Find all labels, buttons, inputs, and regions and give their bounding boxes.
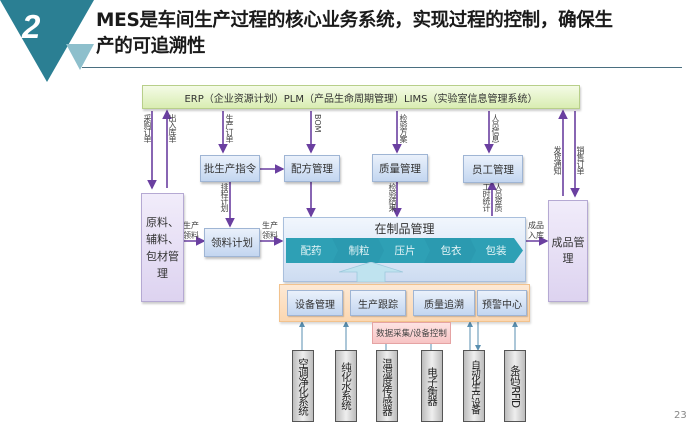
device-purified-water: 纯化水系统 (335, 350, 357, 422)
label-finished-in: 成品入库 (528, 221, 544, 240)
box-finished-goods: 成品管理 (548, 200, 588, 302)
label-production-order: 生产订单 (225, 114, 234, 142)
stage-granulation: 制粒 (348, 245, 370, 257)
label-purchase-order: 采购订单 (143, 114, 152, 142)
module-equipment: 设备管理 (287, 290, 343, 316)
wip-title: 在制品管理 (374, 222, 435, 236)
page-number: 23 (674, 410, 687, 421)
box-wip: 在制品管理 配药 制粒 压片 包衣 包装 (283, 217, 526, 282)
module-traceability: 质量追溯 (413, 290, 475, 316)
label-prod-pick-2: 生产领料 (262, 221, 278, 240)
module-bar: 设备管理 生产跟踪 质量追溯 预警中心 (279, 284, 530, 322)
box-quality: 质量管理 (372, 154, 428, 182)
label-prod-pick-1: 生产领料 (183, 221, 199, 240)
label-personnel-info: 人员信息 (491, 114, 500, 142)
up-arrow-icon (339, 262, 403, 282)
label-delivery-notice: 发货通知 (553, 146, 562, 174)
box-raw-materials: 原料、辅料、包材管理 (141, 193, 184, 302)
device-automation: 自动化生产设备 (463, 350, 485, 422)
label-work-hours: 工时统计 (482, 183, 491, 211)
stage-dispensing: 配药 (300, 245, 322, 257)
small-triangle (66, 44, 94, 70)
box-recipe: 配方管理 (284, 155, 340, 182)
slide-title: MES是车间生产过程的核心业务系统，实现过程的控制，确保生 产的可追溯性 (96, 10, 613, 57)
box-staff: 员工管理 (463, 155, 523, 183)
stage-chevrons (286, 238, 523, 263)
device-barcode-rfid: 条码/RFID (504, 350, 526, 422)
label-inspection-result: 检验结果 (388, 183, 397, 211)
label-personnel-qual: 人员资质 (494, 183, 503, 211)
label-inout-doc: 出入库单 (168, 114, 177, 142)
label-sales-order: 销售订单 (576, 146, 585, 174)
wip-stages: 配药 制粒 压片 包衣 包装 (286, 238, 523, 263)
label-schedule-plan: 排程计划 (220, 183, 229, 211)
module-alert-center: 预警中心 (477, 290, 527, 316)
stage-packaging: 包装 (485, 245, 507, 257)
section-triangle (0, 0, 94, 82)
label-bom: BOM (313, 114, 322, 133)
title-divider (82, 67, 682, 68)
stage-tableting: 压片 (394, 245, 416, 257)
device-temp-humidity: 温湿度传感器 (376, 350, 398, 422)
box-batch-order: 批生产指令 (200, 155, 260, 182)
stage-coating: 包衣 (440, 245, 462, 257)
module-tracking: 生产跟踪 (350, 290, 406, 316)
section-number: 2 (22, 8, 41, 45)
box-material-plan: 领料计划 (204, 228, 260, 257)
label-inspection-plan: 检验方案 (399, 114, 408, 142)
erp-plm-lims-bar: ERP（企业资源计划）PLM（产品生命周期管理）LIMS（实验室信息管理系统） (142, 85, 580, 109)
device-hvac: 空调净化系统 (292, 350, 314, 422)
device-scale: 电子衡器 (421, 350, 443, 422)
data-collection-box: 数据采集/设备控制 (372, 322, 451, 344)
